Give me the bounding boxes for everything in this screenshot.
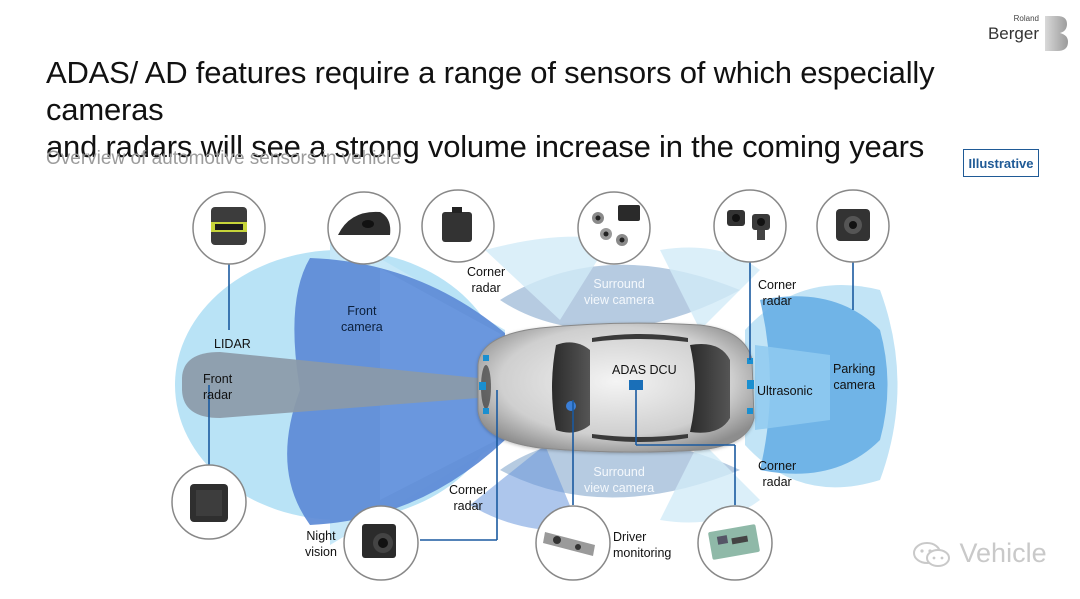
front-camera-module-icon: [338, 211, 391, 235]
surround-camera-icon-circle: [577, 191, 651, 265]
illustrative-badge: Illustrative: [963, 149, 1039, 177]
label-night-vision: Night vision: [305, 529, 337, 559]
corner-radar-rl-marker: [483, 408, 489, 414]
label-ultrasonic: Ultrasonic: [757, 384, 813, 398]
label-driver-monitoring: Driver monitoring: [613, 530, 672, 560]
title-line-1: ADAS/ AD features require a range of sen…: [46, 55, 935, 127]
driver-monitoring-marker: [566, 401, 576, 411]
label-adas-dcu: ADAS DCU: [612, 363, 677, 377]
corner-camera-icon-circle: [713, 189, 787, 263]
label-lidar: LIDAR: [214, 337, 251, 351]
front-radar-module-icon: [190, 484, 228, 522]
lidar-sensor-icon: [211, 207, 247, 245]
front-camera-icon-circle: [327, 191, 401, 265]
corner-radar-icon-circle: [421, 189, 495, 263]
label-surround-view-top: Surround view camera: [584, 277, 655, 307]
ecu-board-icon: [708, 524, 760, 560]
page-subtitle: Overview of automotive sensors in vehicl…: [46, 148, 401, 169]
chat-bubble-icon: [913, 541, 950, 567]
ultrasonic-marker: [747, 380, 754, 389]
watermark: Vehicle: [912, 538, 1047, 570]
label-parking-camera: Parking camera: [833, 362, 876, 392]
night-vision-icon-circle: [343, 505, 419, 581]
night-vision-camera-icon: [362, 524, 396, 558]
corner-radar-fl-marker: [483, 355, 489, 361]
adas-dcu-marker: [629, 380, 643, 390]
label-corner-radar-tl: Corner radar: [467, 265, 506, 295]
connector-lines: [208, 262, 854, 541]
front-radar-zone: [182, 352, 478, 418]
corner-radar-tr-zone: [660, 247, 760, 330]
driver-monitoring-camera-icon: [543, 532, 595, 556]
front-radar-icon-circle: [171, 464, 247, 540]
page-title: ADAS/ AD features require a range of sen…: [46, 54, 1046, 165]
label-front-camera: Front camera: [341, 304, 383, 334]
label-front-radar: Front radar: [203, 372, 233, 402]
label-corner-radar-tr: Corner radar: [758, 278, 797, 308]
logo-small-text: Roland: [1013, 14, 1039, 23]
watermark-text: Vehicle: [959, 538, 1047, 568]
title-line-2: and radars will see a strong volume incr…: [46, 129, 925, 164]
corner-camera-pair-icon: [727, 210, 770, 240]
adas-dcu-icon-circle: [697, 505, 773, 581]
front-radar-marker: [479, 382, 486, 390]
lidar-icon-circle: [192, 191, 266, 265]
label-corner-radar-bl: Corner radar: [449, 483, 488, 513]
label-surround-view-bottom: Surround view camera: [584, 465, 655, 495]
parking-camera-icon-circle: [816, 189, 890, 263]
logo-large-text: Berger: [987, 24, 1039, 43]
radar-module-icon: [442, 207, 472, 242]
parking-camera-icon: [836, 209, 870, 241]
driver-monitoring-icon-circle: [535, 505, 611, 581]
corner-radar-tl-zone: [485, 236, 610, 320]
label-corner-radar-br: Corner radar: [758, 459, 797, 489]
surround-camera-set-icon: [592, 205, 640, 246]
roland-berger-logo: Roland Berger: [985, 12, 1075, 54]
corner-radar-fr-marker: [747, 358, 753, 364]
ultrasonic-zone: [755, 345, 830, 430]
logo-mark-icon: [1045, 16, 1068, 51]
car-body: [477, 322, 755, 453]
corner-radar-rr-marker: [747, 408, 753, 414]
